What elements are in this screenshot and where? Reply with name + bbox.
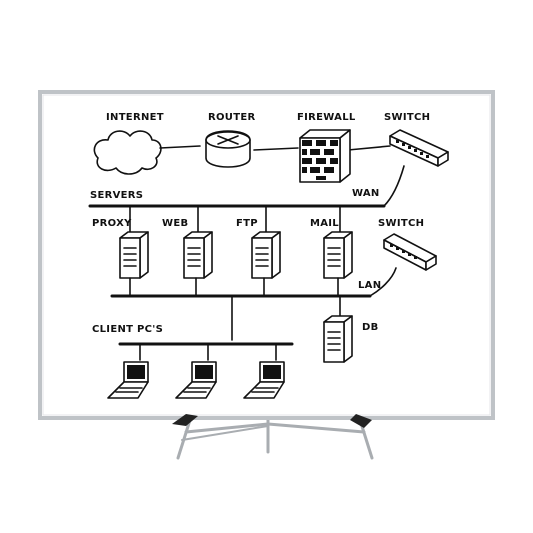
label-ftp: FTP xyxy=(236,218,258,229)
label-internet: INTERNET xyxy=(106,112,164,123)
database-server-icon xyxy=(323,315,353,363)
laptop-icon xyxy=(243,361,285,399)
label-servers: SERVERS xyxy=(90,190,143,201)
label-wan: WAN xyxy=(352,188,380,199)
label-lan: LAN xyxy=(358,280,381,291)
label-switch-top: SWITCH xyxy=(384,112,430,123)
firewall-icon xyxy=(299,129,351,183)
cloud-icon xyxy=(93,130,162,175)
label-switch-lan: SWITCH xyxy=(378,218,424,229)
easel-clip-right xyxy=(350,414,372,428)
label-proxy: PROXY xyxy=(92,218,132,229)
laptop-icon xyxy=(175,361,217,399)
label-firewall: FIREWALL xyxy=(297,112,356,123)
server-icon xyxy=(323,231,353,279)
server-icon xyxy=(183,231,213,279)
label-web: WEB xyxy=(162,218,188,229)
laptop-icon xyxy=(107,361,149,399)
easel-clip-left xyxy=(172,414,198,426)
server-icon xyxy=(119,231,149,279)
server-icon xyxy=(251,231,281,279)
label-clients: CLIENT PC'S xyxy=(92,324,163,335)
switch-icon xyxy=(389,129,449,167)
label-router: ROUTER xyxy=(208,112,255,123)
router-icon xyxy=(205,130,251,168)
switch-icon xyxy=(383,233,437,271)
label-mail: MAIL xyxy=(310,218,339,229)
label-db: DB xyxy=(362,322,379,333)
easel-stand xyxy=(176,418,374,460)
